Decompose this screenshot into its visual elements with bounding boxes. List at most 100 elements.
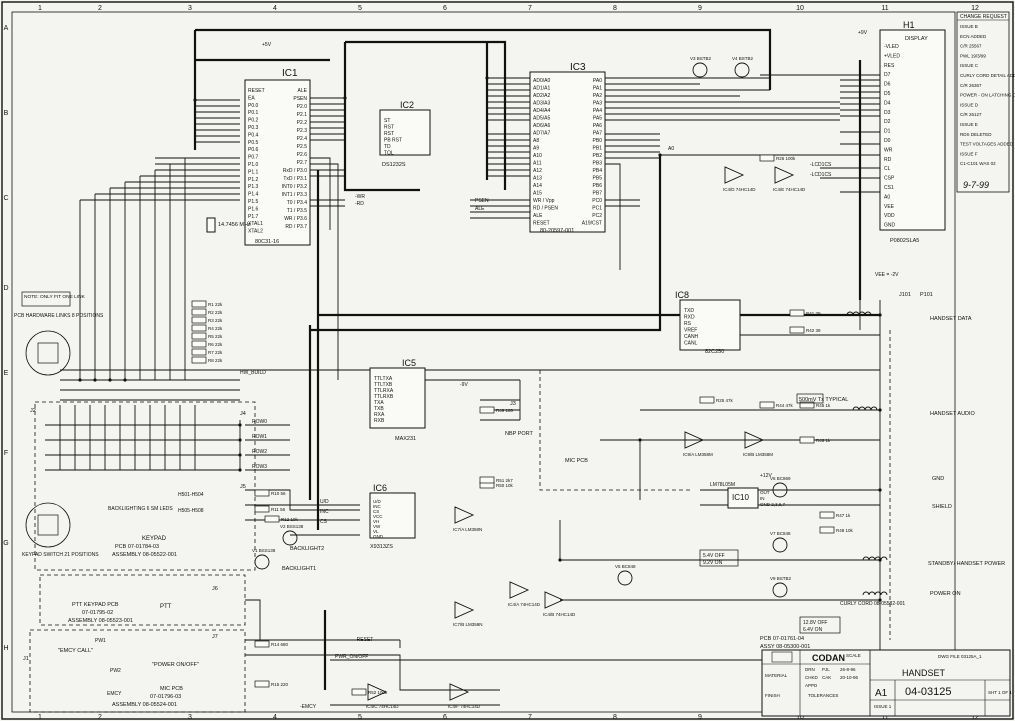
resistor-label: R15 220 — [271, 682, 289, 687]
display-h1: H1 DISPLAY P0802SLA5 -VLED+VLEDRESD7D6D5… — [879, 20, 946, 244]
pin-label: A11 — [533, 161, 542, 167]
transistor-symbol — [772, 582, 788, 598]
ic5: IC5 MAX231 TTLTXATTLTXBTTLRXATTLRXBTXATX… — [369, 358, 426, 442]
resistor-25: R52 100k — [351, 688, 388, 696]
gate-2: IC4/A 74HC14D — [508, 581, 541, 607]
pin-label: P2.3 — [297, 128, 308, 134]
resistor-16: R42 39 — [789, 326, 821, 334]
net-label: -LCD1CS — [810, 172, 832, 178]
net-label: INC — [320, 509, 329, 515]
pin-label: P1.2 — [248, 177, 259, 183]
junction-dot — [878, 598, 882, 602]
pin-label: P0.7 — [248, 155, 259, 161]
pin-label: -VLED — [884, 44, 899, 50]
keypad-pcb: PCB 07-01784-03 — [115, 544, 159, 550]
resistor-label: R42 39 — [806, 328, 821, 333]
appd: APPD — [805, 683, 818, 688]
gate-label: IC9/A LM358M — [683, 452, 713, 457]
net-label: -EMCY — [300, 704, 317, 710]
pin-label: D0 — [884, 138, 891, 144]
col-number: 12 — [971, 714, 979, 721]
change-entry: C1-C101 WAS 02 — [960, 161, 996, 166]
change-entry: POWER - ON LATCHING CCT ADDED — [960, 93, 1015, 98]
ptt-title: PTT KEYPAD PCB — [72, 602, 119, 608]
gate-symbol — [724, 166, 745, 184]
conn-mic: MIC PCB — [565, 458, 588, 464]
pin-label: A19/CST — [582, 221, 602, 227]
ic1: IC1 80C31-16 RESETEAP0.0P0.1P0.2P0.3P0.4… — [244, 68, 311, 246]
transistor-5: V6 BC869 — [770, 476, 791, 498]
pin-label: P0.4 — [248, 132, 259, 138]
ic8-label: IC8 — [675, 290, 689, 300]
resistor-4: R5 22k — [191, 332, 223, 340]
conn-p101: P101 — [920, 292, 933, 298]
resistor-18: R45 1k — [799, 401, 831, 409]
handset-audio: HANDSET AUDIO — [930, 411, 976, 417]
pin-label: P1.6 — [248, 206, 259, 212]
resistor-symbol — [789, 309, 805, 317]
col-number: 8 — [613, 714, 617, 721]
net-label: U/D — [320, 499, 329, 505]
resistor-symbol — [191, 316, 207, 324]
resistor-24: R51 2k7 — [479, 476, 513, 484]
mic-emcy-call: "EMCY CALL" — [58, 648, 93, 654]
ic3-label: IC3 — [570, 62, 586, 73]
pin-label: PA6 — [593, 123, 602, 129]
resistor-label: R46 1k — [816, 438, 831, 443]
resistor-17: R44 47k — [759, 401, 794, 409]
pin-label: P1.7 — [248, 214, 259, 220]
transistor-label: V6 BC869 — [770, 476, 791, 481]
title-block: CODAN HANDSET 04-03125 A1 SHT 1 OF 1 ISS… — [761, 649, 1012, 717]
pin-label: TxD / P3.1 — [283, 176, 307, 182]
pin-label: RST — [384, 131, 394, 137]
junction-dots — [78, 76, 882, 602]
gate-1: IC4/E 74HC14D — [773, 166, 806, 192]
backlight2-net: BACKLIGHT2 — [290, 546, 324, 552]
pin-label: GND — [884, 223, 896, 229]
pin-label: TTLTXB — [374, 382, 393, 388]
resistor-0: R1 22k — [191, 300, 223, 308]
pin-label: CSP — [884, 176, 895, 182]
col-number: 6 — [443, 5, 447, 12]
row-letter: A — [4, 25, 9, 32]
ic1-left-pins: RESETEAP0.0P0.1P0.2P0.3P0.4P0.5P0.6P0.7P… — [248, 88, 265, 235]
pin-label: GND — [373, 534, 384, 539]
resistor-label: R4 22k — [208, 326, 223, 331]
ic2-part: DS1232S — [382, 162, 406, 168]
net-label: A0 — [668, 146, 674, 152]
net-label: +5V — [262, 42, 272, 48]
col-number: 1 — [38, 5, 42, 12]
pin-label: PA5 — [593, 116, 602, 122]
pin-label: A14 — [533, 183, 542, 189]
finish: FINISH — [765, 693, 780, 698]
gate-8: IC9/A LM358M — [683, 431, 713, 457]
resistor-10: R12 10k — [264, 515, 299, 523]
resistor-symbol — [799, 436, 815, 444]
col-number: 4 — [273, 714, 277, 721]
pin-label: XTAL2 — [248, 229, 263, 235]
drn: DRN — [805, 667, 815, 672]
gate-9: IC9/B LM358M — [743, 431, 773, 457]
keypad-row: ROW0 — [252, 419, 267, 425]
ic10-label: IC10 — [732, 493, 749, 502]
pin-label: D6 — [884, 82, 891, 88]
inductor-3 — [862, 591, 888, 596]
resistor-symbol — [819, 511, 835, 519]
gate-label: IC4/A 74HC14D — [508, 602, 541, 607]
dashed-boundaries — [29, 330, 891, 713]
pin-label: A15 — [533, 191, 542, 197]
resistor-9: R11 56 — [254, 505, 286, 513]
pin-label: AD1/A1 — [533, 86, 550, 92]
keypad-led-h501: H501-H504 — [178, 492, 204, 498]
row-letter: E — [4, 370, 9, 377]
net-labels: HW_BUILD-RESETPWR_ON/OFF-EMCYPSENALE-WR-… — [240, 30, 899, 710]
resistor-symbol — [254, 505, 270, 513]
pin-label: RXD — [684, 315, 695, 321]
pin-label: PA7 — [593, 131, 602, 137]
net-label: PWR_ON/OFF — [335, 654, 368, 660]
change-entry: PWL 19/3/99 — [960, 53, 986, 58]
junction-dot — [93, 378, 97, 382]
pin-label: CANL — [684, 341, 698, 347]
change-entry: C/R 26367 — [960, 83, 982, 88]
